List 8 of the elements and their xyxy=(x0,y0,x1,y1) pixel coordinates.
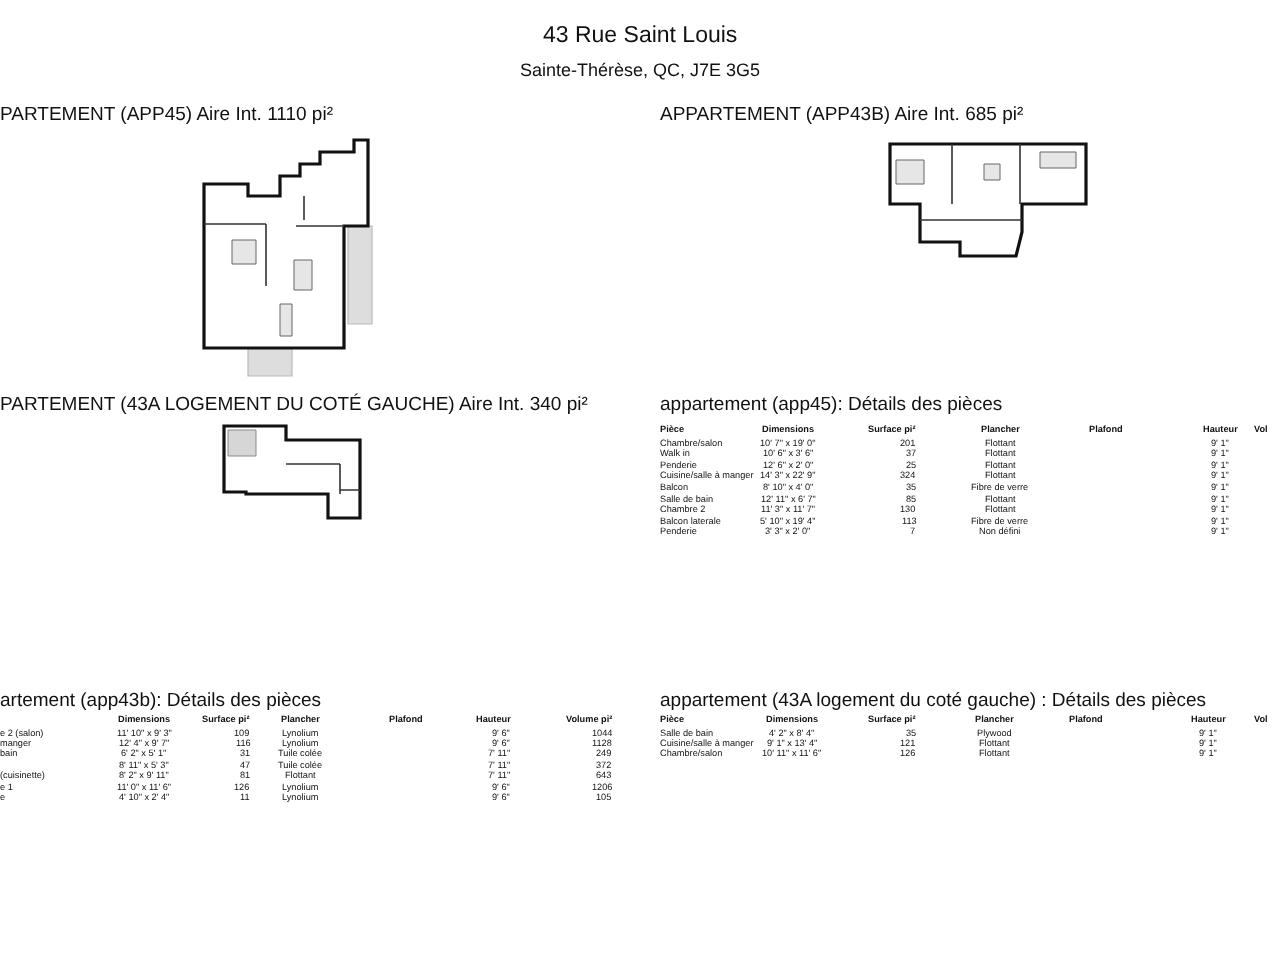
section-heading: appartement (43A logement du coté gauche) : Détails des pièces xyxy=(660,692,1207,711)
section-heading: APPARTEMENT (APP43B) Aire Int. 685 pi² xyxy=(660,106,1024,125)
section-heading: PARTEMENT (43A LOGEMENT DU COTÉ GAUCHE) Aire Int. 340 pi² xyxy=(0,396,588,415)
address-line: Sainte-Thérèse, QC, J7E 3G5 xyxy=(520,62,761,80)
section-heading: appartement (app45): Détails des pièces xyxy=(660,396,1003,415)
section-heading: artement (app43b): Détails des pièces xyxy=(0,692,322,711)
address-title: 43 Rue Saint Louis xyxy=(543,26,738,49)
section-heading: PARTEMENT (APP45) Aire Int. 1110 pi² xyxy=(0,106,333,125)
